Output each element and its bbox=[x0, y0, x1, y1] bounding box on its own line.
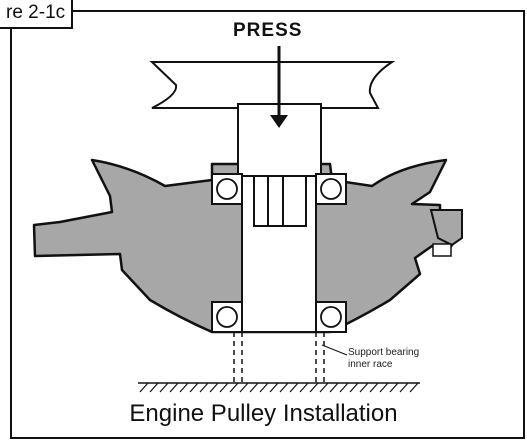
side-hub bbox=[429, 209, 463, 247]
note-line-2: inner race bbox=[348, 359, 393, 370]
note-leader bbox=[321, 344, 348, 356]
bearing-lower-left bbox=[211, 301, 243, 333]
bearing-lower-right bbox=[315, 301, 347, 333]
note-line-1: Support bearing bbox=[348, 347, 420, 358]
ground-hatch bbox=[139, 382, 419, 393]
press-arrowhead bbox=[270, 115, 288, 128]
press-pulley bbox=[149, 61, 396, 109]
press-tool-stem bbox=[253, 175, 307, 227]
figure-caption: Engine Pulley Installation bbox=[129, 400, 398, 427]
bearing-upper-right bbox=[315, 173, 347, 205]
press-label: PRESS bbox=[233, 20, 303, 41]
bearing-upper-left bbox=[211, 173, 243, 205]
support-bearing-note: Support bearing inner race bbox=[348, 347, 419, 371]
support-tube bbox=[233, 332, 325, 382]
figure-frame bbox=[10, 10, 525, 439]
figure-label: re 2-1c bbox=[0, 0, 74, 29]
side-hub-slot bbox=[432, 243, 452, 257]
